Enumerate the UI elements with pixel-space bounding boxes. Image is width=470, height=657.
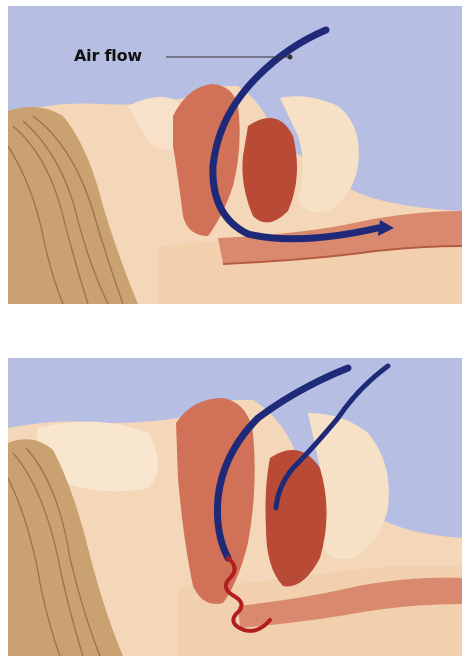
obstructed-airway-illustration bbox=[8, 358, 462, 656]
open-airway-panel: Air flow bbox=[8, 6, 462, 304]
air-flow-label: Air flow bbox=[74, 46, 142, 65]
tongue bbox=[242, 118, 297, 222]
obstructed-airway-panel bbox=[8, 358, 462, 656]
